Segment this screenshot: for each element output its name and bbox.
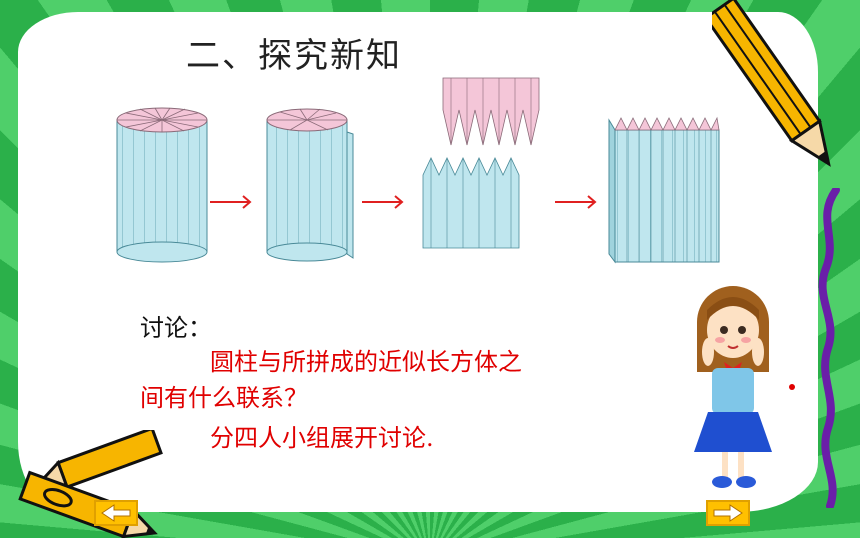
arrow-right-icon [362,195,404,209]
separated-halves-figure [422,77,540,249]
pencils-icon [18,430,163,538]
discussion-label: 讨论： [140,314,212,342]
red-dot [789,384,795,390]
arrow-right-icon [555,195,597,209]
previous-slide-button[interactable] [94,500,138,526]
sliced-cylinder-figure [266,108,354,262]
cylinder-figure [116,107,208,263]
group-instruction: 分四人小组展开讨论. [210,424,434,452]
left-arrow-icon [101,504,131,522]
question-line-1: 圆柱与所拼成的近似长方体之 [210,348,522,376]
pencil-icon [712,0,831,167]
decorative-squiggle [818,188,840,508]
approximate-cuboid-figure [608,116,720,264]
question-line-2: 间有什么联系？ [140,384,308,412]
next-slide-button[interactable] [706,500,750,526]
right-arrow-icon [713,504,743,522]
cylinder-transform-illustration [116,77,720,264]
slide-title: 二、探究新知 [186,36,402,76]
arrow-right-icon [210,195,252,209]
girl-illustration [694,286,772,488]
